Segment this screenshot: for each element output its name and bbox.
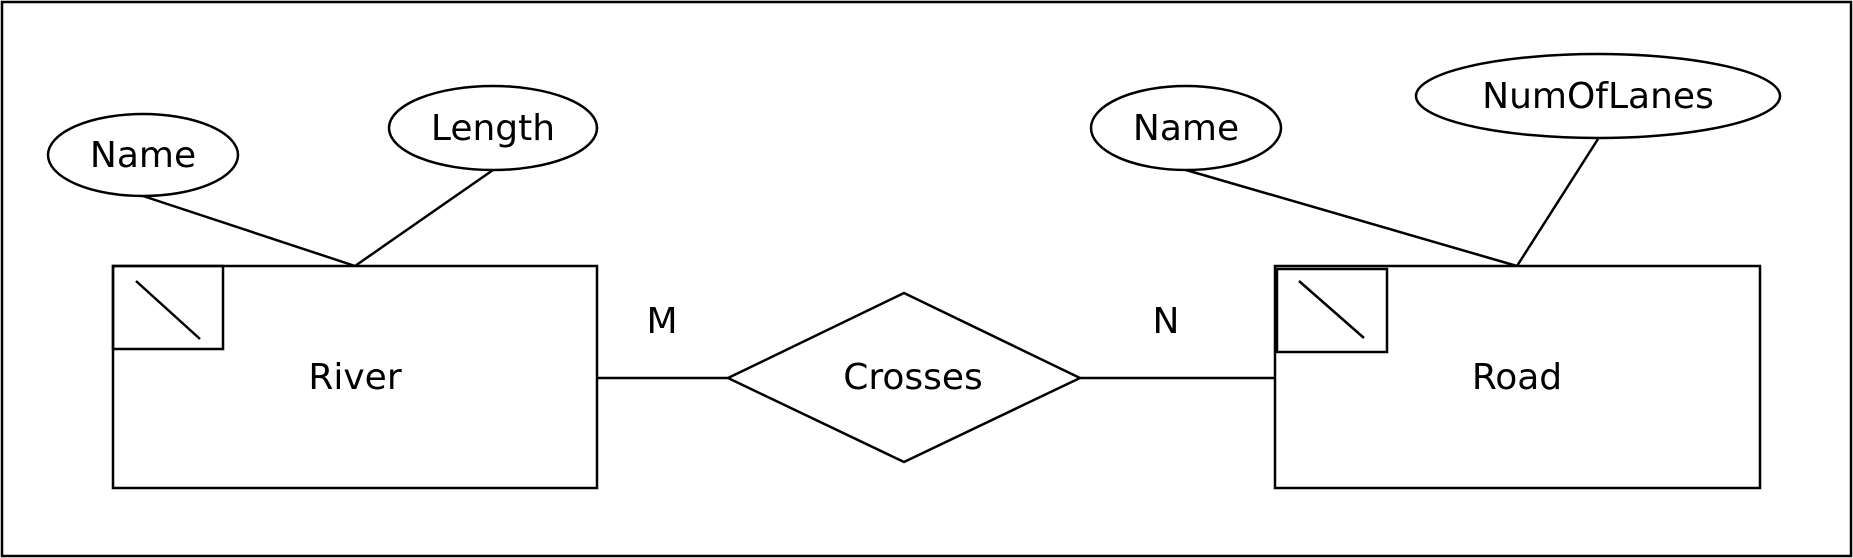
entity-river-corner-slash xyxy=(135,280,201,340)
attribute-road-name-label: Name xyxy=(1133,108,1239,149)
entity-road-corner-slash xyxy=(1298,280,1365,339)
entity-road-corner-box xyxy=(1275,267,1389,354)
river-name-connector xyxy=(142,194,356,268)
attribute-river-length-label: Length xyxy=(431,108,555,149)
attribute-road-name-ellipse xyxy=(1089,84,1283,172)
entity-river-corner-box xyxy=(111,264,225,351)
entity-river[interactable]: River xyxy=(111,264,599,490)
attribute-river-name[interactable]: Name xyxy=(46,112,240,198)
attribute-river-name-ellipse xyxy=(46,112,240,198)
attribute-river-name-label: Name xyxy=(90,135,196,176)
cardinality-right: N xyxy=(1153,301,1180,342)
attribute-road-lanes[interactable]: NumOfLanes xyxy=(1414,52,1782,140)
relationship-crosses-label: Crosses xyxy=(843,357,983,398)
relationship-crosses[interactable]: Crosses xyxy=(725,291,1083,464)
attribute-road-name[interactable]: Name xyxy=(1089,84,1283,172)
entity-road-box xyxy=(1273,264,1762,490)
entity-river-label: River xyxy=(308,357,401,398)
attribute-road-lanes-ellipse xyxy=(1414,52,1782,140)
attribute-river-length-ellipse xyxy=(387,84,599,172)
entity-river-box xyxy=(111,264,599,490)
entity-road-label: Road xyxy=(1472,357,1562,398)
road-name-connector xyxy=(1185,168,1518,268)
cardinality-left: M xyxy=(646,301,677,342)
road-lanes-connector xyxy=(1515,138,1600,267)
relationship-crosses-diamond xyxy=(725,291,1083,464)
river-length-connector xyxy=(354,168,494,268)
attribute-river-length[interactable]: Length xyxy=(387,84,599,172)
entity-road[interactable]: Road xyxy=(1273,264,1762,490)
attribute-road-lanes-label: NumOfLanes xyxy=(1482,76,1714,117)
